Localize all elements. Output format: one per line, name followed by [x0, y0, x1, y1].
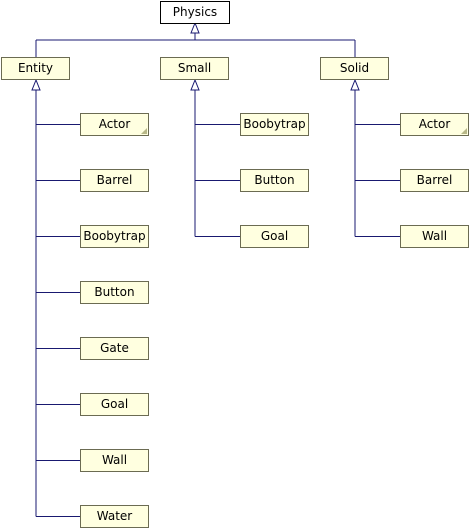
group-inheritance-arrowhead [190, 78, 200, 91]
root-inheritance-arrowhead [190, 21, 200, 34]
node-small[interactable]: Small [160, 57, 229, 80]
node-entity-gate[interactable]: Gate [80, 337, 149, 360]
node-solid-barrel[interactable]: Barrel [400, 169, 469, 192]
node-entity-wall[interactable]: Wall [80, 449, 149, 472]
node-small-boobytrap[interactable]: Boobytrap [240, 113, 309, 136]
node-entity-goal[interactable]: Goal [80, 393, 149, 416]
node-entity-barrel[interactable]: Barrel [80, 169, 149, 192]
node-entity[interactable]: Entity [1, 57, 70, 80]
node-entity-boobytrap[interactable]: Boobytrap [80, 225, 149, 248]
node-physics[interactable]: Physics [160, 1, 230, 24]
node-solid-wall[interactable]: Wall [400, 225, 469, 248]
node-entity-water[interactable]: Water [80, 505, 149, 528]
node-small-goal[interactable]: Goal [240, 225, 309, 248]
node-solid[interactable]: Solid [320, 57, 389, 80]
group-inheritance-arrowhead [350, 78, 360, 91]
node-entity-actor[interactable]: Actor [80, 113, 149, 136]
node-entity-button[interactable]: Button [80, 281, 149, 304]
group-inheritance-arrowhead [31, 78, 41, 91]
node-small-button[interactable]: Button [240, 169, 309, 192]
node-solid-actor[interactable]: Actor [400, 113, 469, 136]
